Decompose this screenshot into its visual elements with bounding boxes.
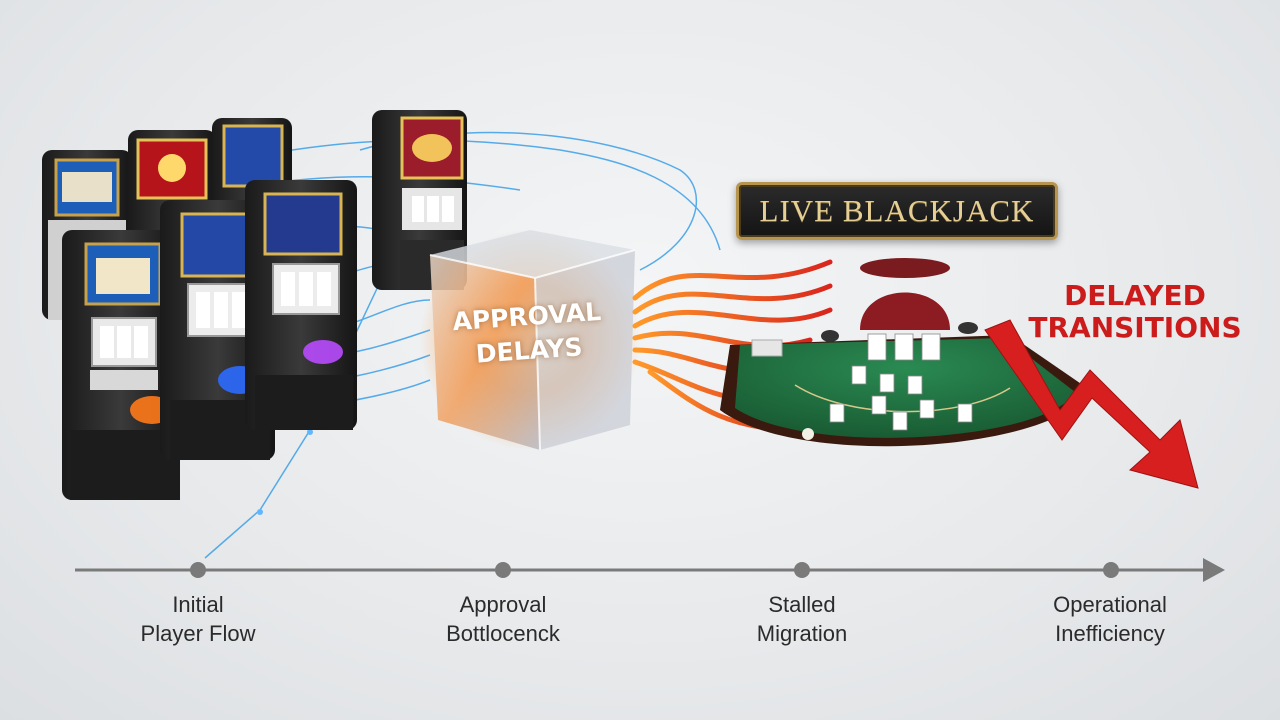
timeline-label-initial: Initial Player Flow [98, 590, 298, 648]
blackjack-table [720, 258, 1090, 447]
timeline-label-line1: Operational [1053, 592, 1167, 617]
sign-text: LIVE BLACKJACK [759, 193, 1035, 228]
timeline-label-approval: Approval Bottlocenck [403, 590, 603, 648]
live-blackjack-sign: LIVE BLACKJACK [736, 182, 1058, 240]
timeline-node [1103, 562, 1119, 578]
timeline-label-line2: Inefficiency [1055, 621, 1165, 646]
delayed-transitions-callout: DELAYED TRANSITIONS [1000, 280, 1270, 344]
delay-arrow-icon [984, 319, 1199, 489]
timeline-label-line1: Stalled [768, 592, 836, 617]
timeline-label-line2: Player Flow [140, 621, 256, 646]
callout-line1: DELAYED [1064, 279, 1206, 312]
slot-machines [42, 110, 467, 500]
timeline [75, 558, 1225, 582]
timeline-label-line2: Bottlocenck [446, 621, 560, 646]
timeline-node [794, 562, 810, 578]
timeline-label-operational: Operational Inefficiency [1010, 590, 1210, 648]
timeline-node [190, 562, 206, 578]
timeline-label-stalled: Stalled Migration [702, 590, 902, 648]
timeline-arrowhead [1203, 558, 1225, 582]
timeline-node [495, 562, 511, 578]
timeline-label-line2: Migration [756, 621, 848, 646]
timeline-label-line1: Approval [459, 592, 547, 617]
timeline-label-line1: Initial [172, 592, 224, 617]
cube-label: APPROVAL DELAYS [426, 293, 630, 375]
callout-line2: TRANSITIONS [1028, 311, 1242, 344]
approval-delay-cube [420, 230, 640, 451]
